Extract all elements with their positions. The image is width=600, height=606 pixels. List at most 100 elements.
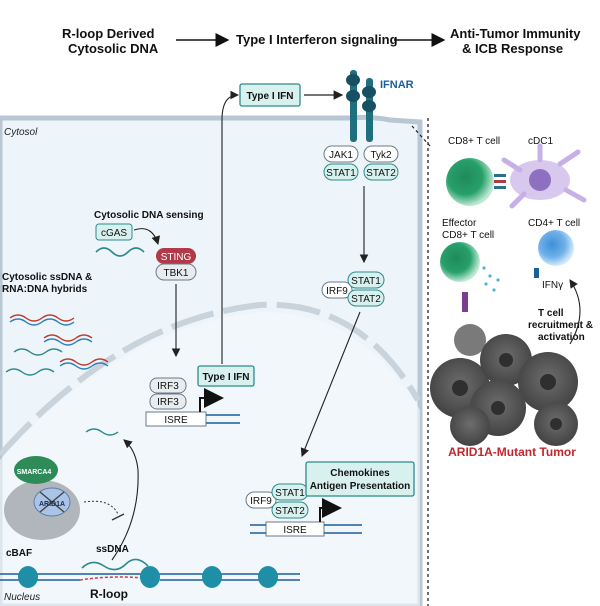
recruit-label-line1: T cell [538,308,564,319]
cgas-box [95,223,133,241]
nuclear-envelope [0,301,421,457]
tbk1-label: TBK1 [163,268,188,279]
cdc1-cell [501,143,587,209]
transcription-arrow-1 [199,388,224,412]
stat1-cyto-label: STAT1 [351,276,381,287]
cgas-label: cGAS [101,228,127,239]
sting-label: STING [161,252,192,263]
ifnar-domain-a [346,74,360,86]
ifnar-domain-c [362,86,376,98]
stat2-nuc-label: STAT2 [275,506,305,517]
irf3b-pill [149,393,187,410]
effector-cd8-t-cell [440,242,480,282]
cytotoxic-granules [482,266,500,292]
dna-ladder-2 [250,524,362,534]
type1-ifn-nucleus-label: Type I IFN [202,372,249,383]
cd8-t-cell [446,158,494,206]
header-step3-line1: Anti-Tumor Immunity [450,26,581,41]
ifnar-label: IFNAR [380,79,414,91]
cdc1-label: cDC1 [528,136,553,147]
tbk1-pill [155,263,197,281]
nucleus-label: Nucleus [4,592,40,603]
rloop-export-arrow [111,439,139,561]
chemokines-label-line2: Antigen Presentation [310,481,411,492]
effector-label-line2: CD8+ T cell [442,230,494,241]
irf3b-label: IRF3 [157,397,179,408]
ssdna-label-line1: Cytosolic ssDNA & [2,272,92,283]
tumor-label: ARID1A-Mutant Tumor [448,445,576,459]
ifnar-receptor [346,70,376,142]
header-step1-line1: R-loop Derived [62,26,155,41]
arid1a-label: ARID1A [39,501,65,508]
stat2-receptor-pill [363,163,399,181]
stat1-nuc-label: STAT1 [275,488,305,499]
ssdna-hybrid-strands [5,314,119,436]
stat2-nuc-pill [271,501,309,519]
cd4-t-cell [538,230,574,266]
irf3a-label: IRF3 [157,381,179,392]
jak1-pill [323,145,359,163]
isgf3-to-nucleus-arrow [300,311,361,458]
recruitment-arrow [569,279,581,345]
cd8-label: CD8+ T cell [448,136,500,147]
divider-connector [411,125,431,147]
stat2-cyto-label: STAT2 [351,294,381,305]
type1-ifn-top-label: Type I IFN [246,91,293,102]
stat1-cyto-pill [347,271,385,289]
type1-ifn-box-nucleus [197,365,255,387]
type1-ifn-box-top [239,83,301,107]
irf9-nuc-pill [245,491,277,509]
nucleosomes [18,566,278,588]
stat1-receptor-label: STAT1 [326,168,356,179]
ifn-secretion-arrow [221,90,240,364]
header-step2: Type I Interferon signaling [236,32,398,47]
cd4-receptor [534,268,539,278]
dna-ladder-1 [206,414,240,424]
isre-label-2: ISRE [283,525,307,536]
tcr-mhc-synapse [494,174,506,189]
stat2-receptor-label: STAT2 [366,168,396,179]
ifnar-domain-d [362,100,376,112]
isre-box-2 [265,521,325,537]
dna-sensing-title: Cytosolic DNA sensing [94,210,204,221]
irf3a-pill [149,377,187,394]
smarca4-label: SMARCA4 [17,469,52,476]
sting-pill [156,248,196,264]
inhibition-bar [111,513,125,521]
header-step1-line2: Cytosolic DNA [68,41,159,56]
recruit-label-line2: recruitment & [528,320,593,331]
recruit-label-line3: activation [538,332,585,343]
rloop-label: R-loop [90,587,128,601]
irf9-cyto-label: IRF9 [326,286,348,297]
tyk2-label: Tyk2 [370,150,392,161]
chemokines-box [305,461,415,497]
tcr-effector [462,292,468,312]
isre-label-1: ISRE [164,415,188,426]
header: R-loop Derived Cytosolic DNA Type I Inte… [62,26,581,56]
transcription-arrow-2 [319,498,342,522]
irf9-nuc-label: IRF9 [250,496,272,507]
header-step3-line2: & ICB Response [462,41,563,56]
cbaf-inhibition-line [83,500,119,515]
cbaf-complex [4,456,80,540]
ifng-label: IFNγ [542,280,563,291]
ssdna-rloop-label: ssDNA [96,544,129,555]
isre-box-1 [145,411,207,427]
stat1-receptor-pill [323,163,359,181]
irf9-cyto-pill [321,281,353,299]
ifnar-domain-b [346,90,360,102]
ifnar1-chain [350,70,357,142]
cgas-dna-strand [95,247,145,257]
cytosol-label: Cytosol [4,127,38,138]
cd4-label: CD4+ T cell [528,218,580,229]
stat2-cyto-pill [347,289,385,307]
cbaf-label: cBAF [6,548,32,559]
cgas-to-sting-arrow [133,228,160,246]
chemokines-label-line1: Chemokines [330,468,390,479]
tyk2-pill [363,145,399,163]
jak1-label: JAK1 [329,150,353,161]
ssdna-label-line2: RNA:DNA hybrids [2,284,88,295]
effector-label-line1: Effector [442,218,477,229]
tumor-mass [430,324,578,446]
